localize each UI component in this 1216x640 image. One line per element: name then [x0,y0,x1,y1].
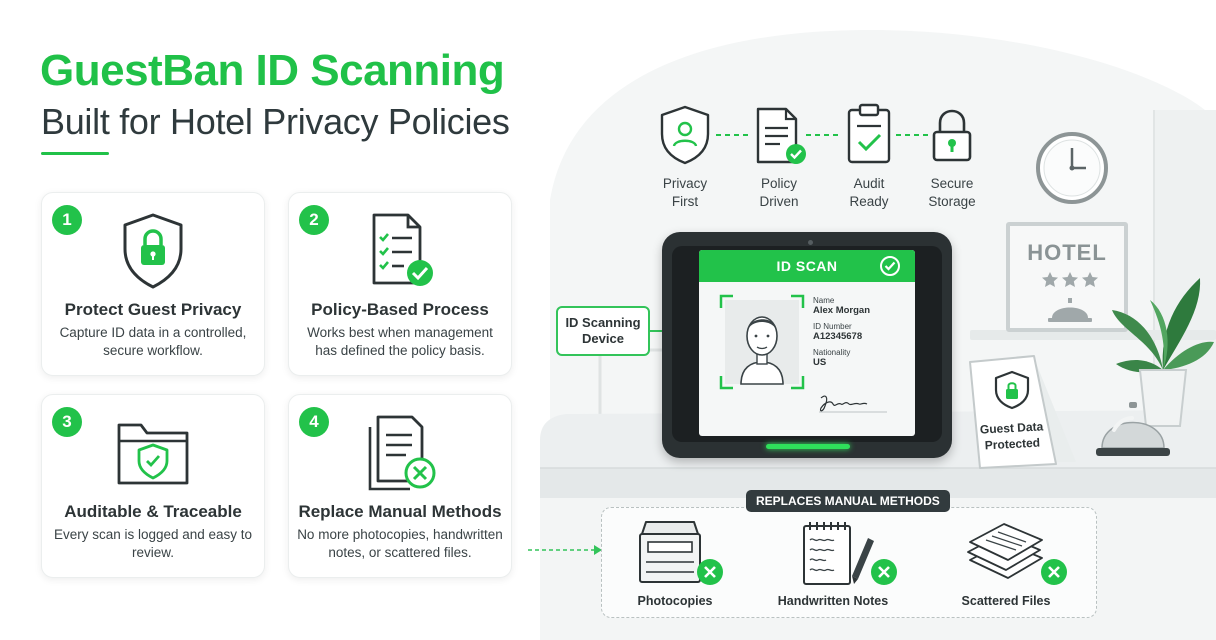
id-field-label: Nationality [813,348,851,357]
tent-card-text: Guest Data Protected [975,418,1049,454]
potted-plant-icon [1112,278,1214,427]
document-x-icon [368,415,436,491]
page-subtitle: Built for Hotel Privacy Policies [41,101,510,142]
feature-description: No more photocopies, handwritten notes, … [297,527,503,560]
feature-number-badge: 2 [299,205,329,235]
feature-number-badge: 1 [52,205,82,235]
feature-card-audit: 3 Auditable & Traceable Every scan is lo… [41,394,265,578]
tablet-camera [808,240,813,245]
step-label-line2: First [671,194,699,209]
replaces-item-handwritten-notes: Handwritten Notes [777,594,889,608]
device-callout: ID Scanning Device [556,306,650,356]
checklist-document-icon [372,213,433,286]
bell-stars-icon [1042,272,1098,322]
feature-description: Works best when management has defined t… [307,325,493,358]
replaces-arrow [528,545,602,555]
clipboard-check-icon [847,103,891,164]
steps-connector [716,134,930,136]
step-label-line1: Secure [930,176,974,191]
step-policy-driven: Policy Driven [734,175,824,211]
check-circle-icon [880,256,900,276]
id-scanner-tablet: ID SCAN Name Alex Morgan ID Number A1234… [662,232,952,458]
step-label-line2: Ready [849,194,889,209]
replaces-item-scattered-files: Scattered Files [961,594,1051,608]
photocopier-icon [639,521,723,585]
feature-number-badge: 4 [299,407,329,437]
step-label-line1: Audit [853,176,885,191]
id-fields: Name Alex Morgan ID Number A12345678 Nat… [813,296,870,368]
feature-title: Replace Manual Methods [298,502,502,521]
step-label-line2: Driven [759,194,799,209]
shield-folder-icon [117,423,189,485]
policy-document-icon [756,107,806,164]
feature-card-policy: 2 Policy-Based Process Works best when m… [288,192,512,376]
notepad-pen-icon [803,522,897,585]
title-underline [41,152,109,155]
step-label-line1: Privacy [662,176,708,191]
screen-title: ID SCAN [776,258,838,274]
hotel-sign-text: HOTEL [1027,240,1107,265]
padlock-icon [932,109,972,162]
id-field-value: US [813,357,827,368]
screen-header: ID SCAN [699,250,915,282]
id-field-value: Alex Morgan [813,305,871,316]
wall-clock-icon [1036,132,1108,204]
page-title: GuestBan ID Scanning [40,46,505,95]
id-field-value: A12345678 [813,331,863,342]
feature-description: Every scan is logged and easy to review. [53,527,253,560]
step-privacy-first: Privacy First [640,175,730,211]
id-field-label: ID Number [813,322,852,331]
user-shield-icon [660,105,710,165]
id-field-label: Name [813,296,835,305]
id-photo [719,294,805,390]
step-audit-ready: Audit Ready [824,175,914,211]
step-label-line1: Policy [760,176,797,191]
step-label-line2: Storage [928,194,976,209]
callout-line2: Device [582,331,624,346]
replaces-item-photocopies: Photocopies [637,594,713,608]
guest-data-tent-card [969,355,1076,469]
hotel-sign: HOTEL [1006,222,1128,332]
service-bell-icon [1096,402,1170,456]
feature-title: Protect Guest Privacy [64,300,242,319]
scanner-screen: ID SCAN Name Alex Morgan ID Number A1234… [699,250,915,436]
feature-number-badge: 3 [52,407,82,437]
paper-stack-icon [967,523,1067,585]
feature-title: Auditable & Traceable [64,502,242,521]
scanner-light-bar [766,444,850,449]
callout-line1: ID Scanning [565,315,641,330]
feature-card-manual: 4 Replace Manual Methods No more photoco… [288,394,512,578]
shield-lock-icon [123,213,183,289]
replaces-tag: REPLACES MANUAL METHODS [746,490,950,512]
feature-description: Capture ID data in a controlled, secure … [59,325,247,358]
signature-graphic [819,395,887,413]
feature-card-privacy: 1 Protect Guest Privacy Capture ID data … [41,192,265,376]
step-secure-storage: Secure Storage [907,175,997,211]
feature-title: Policy-Based Process [311,300,489,319]
